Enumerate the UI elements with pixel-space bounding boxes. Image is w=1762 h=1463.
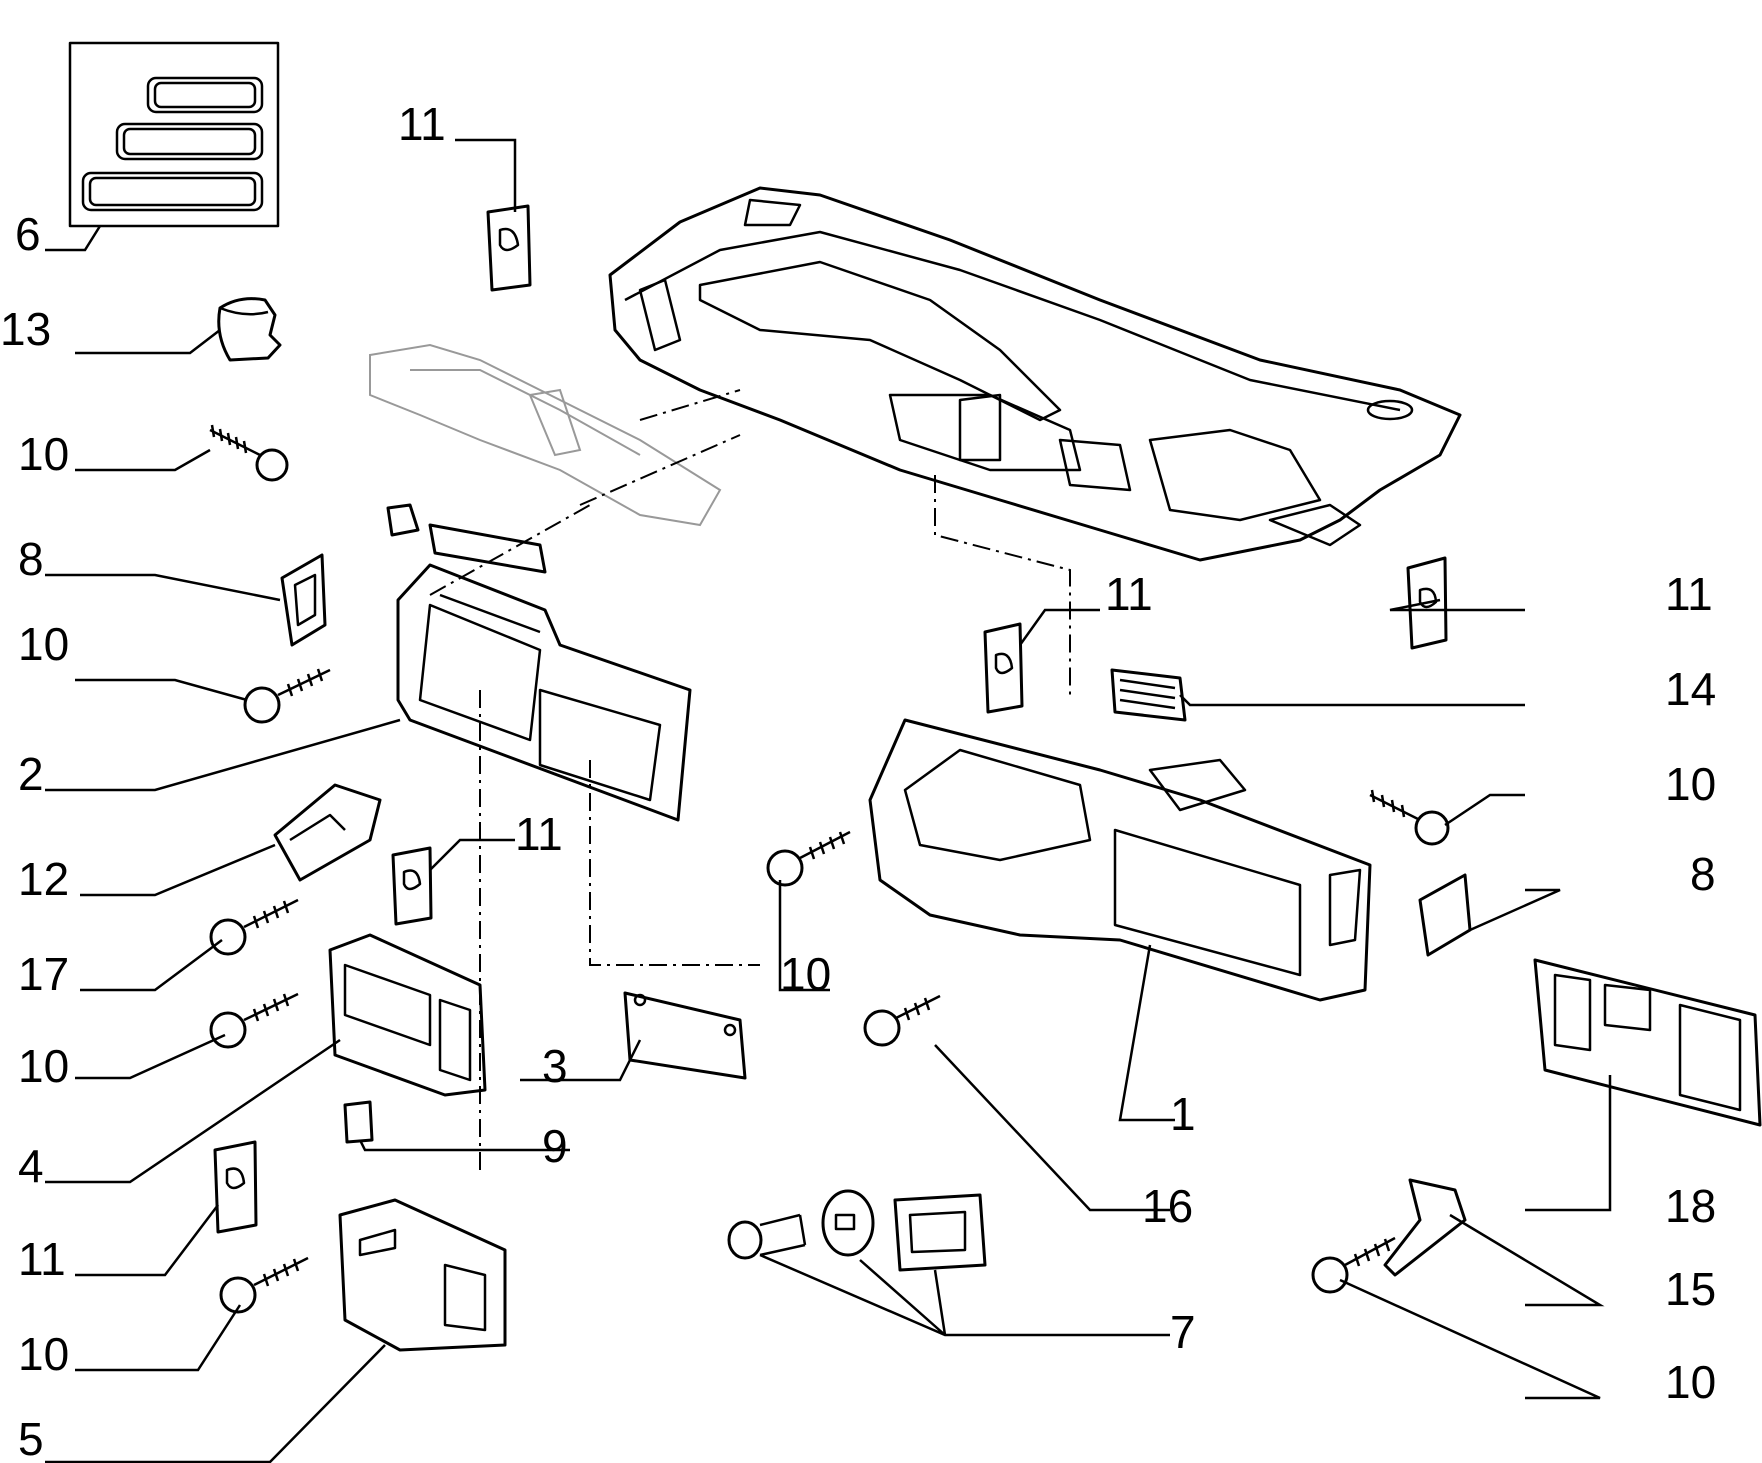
part-8-bracket-right: [1418, 873, 1472, 957]
part-4-switch-panel: [328, 933, 487, 1097]
screw-10c: [209, 992, 299, 1049]
part-15-bracket: [1383, 1178, 1467, 1277]
callout-1: 1: [1170, 1088, 1196, 1140]
part-11-clip-left-low: [213, 1140, 258, 1234]
callout-11e: 11: [1665, 568, 1713, 620]
callout-8a: 8: [18, 533, 44, 585]
screw-10d: [219, 1256, 309, 1314]
part-2-left-panel: [396, 563, 692, 822]
callout-2: 2: [18, 748, 44, 800]
part-long-bar: [428, 523, 547, 574]
callout-14: 14: [1665, 663, 1716, 715]
callout-15: 15: [1665, 1263, 1716, 1315]
callout-6: 6: [15, 208, 41, 260]
leader-lines: [45, 138, 1612, 1463]
screw-17: [209, 898, 299, 956]
callout-13: 13: [0, 303, 51, 355]
callout-7: 7: [1170, 1306, 1196, 1358]
callout-10d: 10: [18, 1328, 69, 1380]
screw-10e: [766, 830, 851, 887]
callout-10a: 10: [18, 428, 69, 480]
part-small-plug-upper: [386, 503, 420, 537]
callout-4: 4: [18, 1140, 44, 1192]
callout-5: 5: [18, 1413, 44, 1463]
part-1-center-console: [868, 718, 1372, 1002]
callout-10b: 10: [18, 618, 69, 670]
callout-3: 3: [542, 1040, 568, 1092]
screw-10f: [1369, 789, 1450, 846]
part-8-bracket-left: [280, 553, 327, 647]
part-11-clip-left-mid: [391, 846, 433, 926]
part-11-clip-center: [983, 622, 1024, 714]
part-14-vent: [1110, 668, 1187, 722]
callout-11a: 11: [18, 1233, 66, 1285]
callout-12: 12: [18, 853, 69, 905]
callout-10g: 10: [1665, 1356, 1716, 1408]
part-11-clip-top: [486, 204, 532, 292]
callout-11d: 11: [1105, 568, 1153, 620]
part-7-plug-screw: [727, 1213, 807, 1260]
callout-8b: 8: [1690, 848, 1716, 900]
callout-11c: 11: [515, 808, 563, 860]
part-18-right-panel: [1533, 958, 1762, 1127]
screw-10a: [209, 424, 289, 482]
dashboard-main-panel: [608, 186, 1462, 562]
part-6-inset-box: [68, 41, 280, 228]
callout-10e: 10: [780, 948, 831, 1000]
alignment-lines: [429, 389, 1071, 1175]
callout-labels: 6 13 10 8 10 2 12 17 10 4 11 10 5 11 11 …: [0, 98, 1716, 1463]
part-3-cover: [623, 991, 747, 1080]
screw-10b: [243, 668, 331, 724]
part-5-panel: [338, 1198, 507, 1352]
callout-11b: 11: [398, 98, 446, 150]
dashboard-ghost-outline: [369, 343, 722, 527]
callout-10c: 10: [18, 1040, 69, 1092]
callout-18: 18: [1665, 1180, 1716, 1232]
screw-10g: [1311, 1236, 1396, 1294]
part-7-disc: [821, 1189, 875, 1257]
part-9-plug: [343, 1100, 374, 1144]
callout-10f: 10: [1665, 758, 1716, 810]
part-13-cap: [217, 297, 282, 362]
callout-9: 9: [542, 1120, 568, 1172]
part-7-cup: [893, 1193, 987, 1272]
screw-16: [863, 994, 941, 1047]
part-12-bracket: [273, 783, 382, 882]
callout-17: 17: [18, 948, 69, 1000]
callout-16: 16: [1142, 1180, 1193, 1232]
